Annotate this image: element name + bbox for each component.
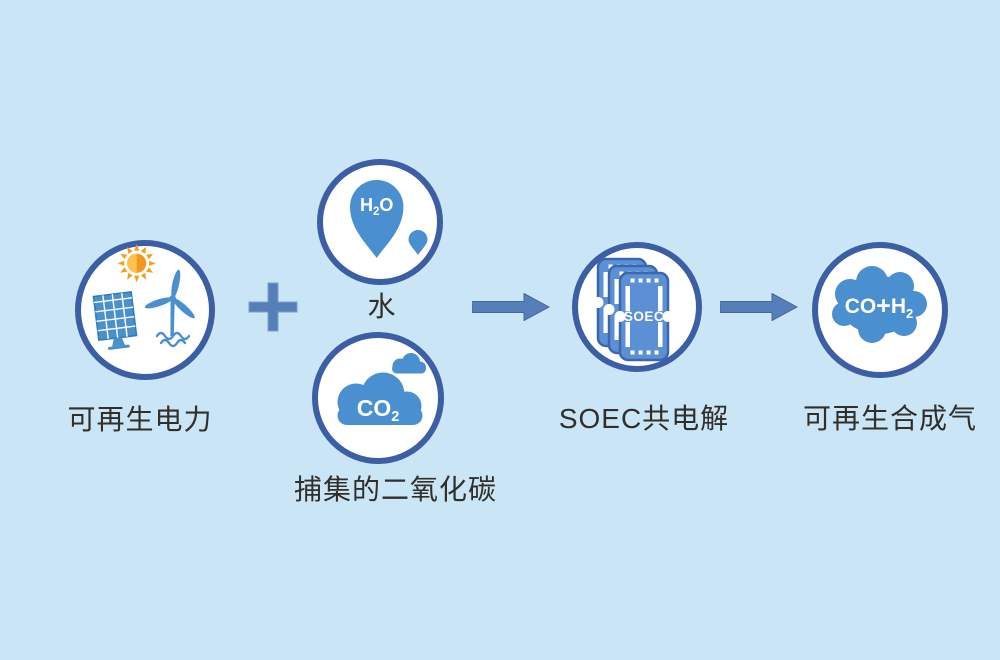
co2-cloud-icon: CO2 [337,353,426,425]
syngas-cloud-icon: CO+H2 [832,266,927,343]
water-node: H2O [317,159,443,285]
renewable-power-icon [92,244,195,350]
soec-node: SOEC [572,242,702,372]
small-cloud-shape [392,353,426,374]
sun-icon [117,244,156,283]
syngas-node: CO+H2 [812,242,948,378]
syngas-formula: CO+H2 [845,292,914,321]
soec-stack-icon: SOEC [591,257,675,362]
waves-icon [155,331,191,348]
co2-formula: CO2 [357,395,400,425]
gas-blob-shape [832,266,927,343]
soec-stack-label: SOEC [624,309,664,324]
small-droplet-shape [408,230,428,255]
captured-co2-label: 捕集的二氧化碳 [293,474,497,505]
big-cloud-shape [337,372,423,425]
plus-icon [248,282,298,332]
syngas-label: 可再生合成气 [802,403,977,434]
solar-panel-icon [92,291,138,350]
soec-label: SOEC共电解 [558,403,730,434]
arrow-right-icon [720,293,798,321]
water-label: 水 [367,291,397,322]
renewable-power-node [75,240,215,380]
big-droplet-shape [350,180,404,258]
wind-turbine-icon [144,269,195,336]
water-droplet-icon: H2O [350,180,428,258]
captured-co2-node: CO2 [312,332,444,464]
arrow-right-icon [472,293,550,321]
renewable-power-label: 可再生电力 [67,404,213,435]
h2o-formula: H2O [360,195,393,218]
